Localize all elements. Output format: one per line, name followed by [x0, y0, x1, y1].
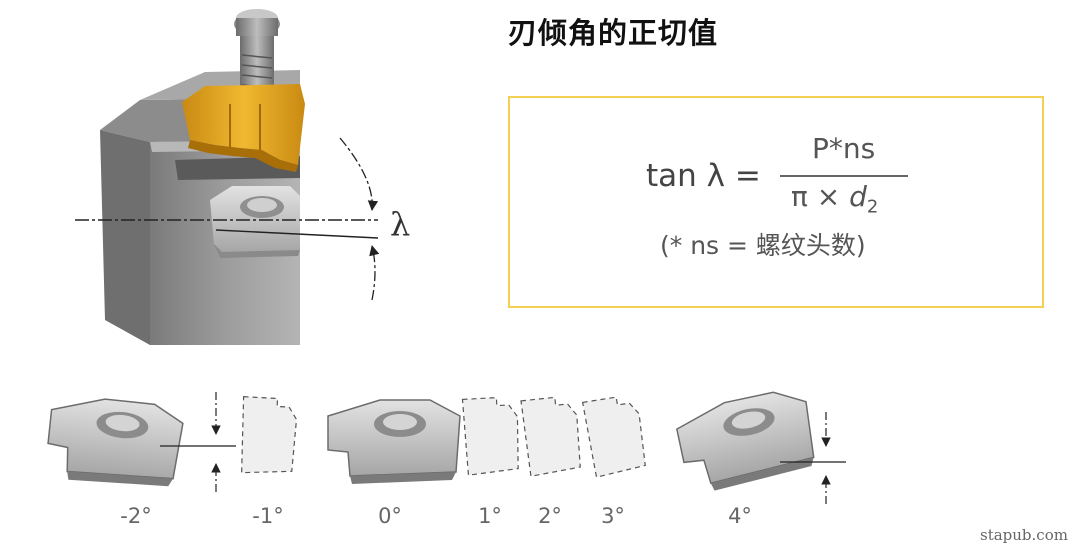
angle-insert — [47, 398, 184, 487]
angle-insert — [520, 396, 581, 477]
insert-hole-inner — [383, 414, 417, 430]
anvil-shim — [182, 84, 305, 172]
denominator-var: d — [849, 180, 867, 213]
watermark: stapub.com — [980, 526, 1068, 544]
angle-label: 2° — [538, 504, 562, 528]
insert-hole-inner — [105, 414, 140, 432]
formula-note: (* ns = 螺纹头数) — [660, 231, 866, 260]
insert-edge — [350, 472, 456, 484]
angle-label: -1° — [252, 504, 284, 528]
angle-insert — [241, 396, 298, 474]
formula-box: tan λ = P*ns π × d2 (* ns = 螺纹头数) — [508, 96, 1044, 308]
angle-label: -2° — [120, 504, 152, 528]
insert-outline-dashed — [581, 396, 646, 478]
angle-label: 3° — [601, 504, 625, 528]
insert-body — [47, 398, 184, 480]
page-title: 刃倾角的正切值 — [508, 16, 719, 50]
insert-hole-inner — [731, 411, 766, 429]
insert-edge — [67, 471, 174, 487]
top-insert — [210, 186, 300, 258]
angle-insert — [581, 396, 646, 478]
insert-outline-dashed — [241, 396, 298, 474]
formula-numerator: P*ns — [812, 132, 876, 165]
formula-lhs: tan λ = — [646, 158, 761, 194]
denominator-sub: 2 — [866, 196, 879, 218]
insert-body — [676, 391, 815, 485]
angle-insert-row — [47, 391, 846, 504]
lambda-label: λ — [390, 205, 411, 243]
angle-insert — [461, 396, 519, 476]
fraction-bar — [780, 175, 908, 177]
lambda-dimension — [75, 137, 380, 301]
angle-insert — [327, 399, 461, 484]
formula-denominator: π × d2 — [791, 180, 878, 218]
insert-outline-dashed — [520, 396, 581, 477]
angle-label: 4° — [728, 504, 752, 528]
insert-outline-dashed — [461, 396, 519, 476]
angle-label: 1° — [478, 504, 502, 528]
insert-edge — [710, 457, 814, 491]
angle-insert — [676, 391, 815, 491]
angle-label: 0° — [378, 504, 402, 528]
denominator-prefix: π × — [791, 180, 841, 213]
